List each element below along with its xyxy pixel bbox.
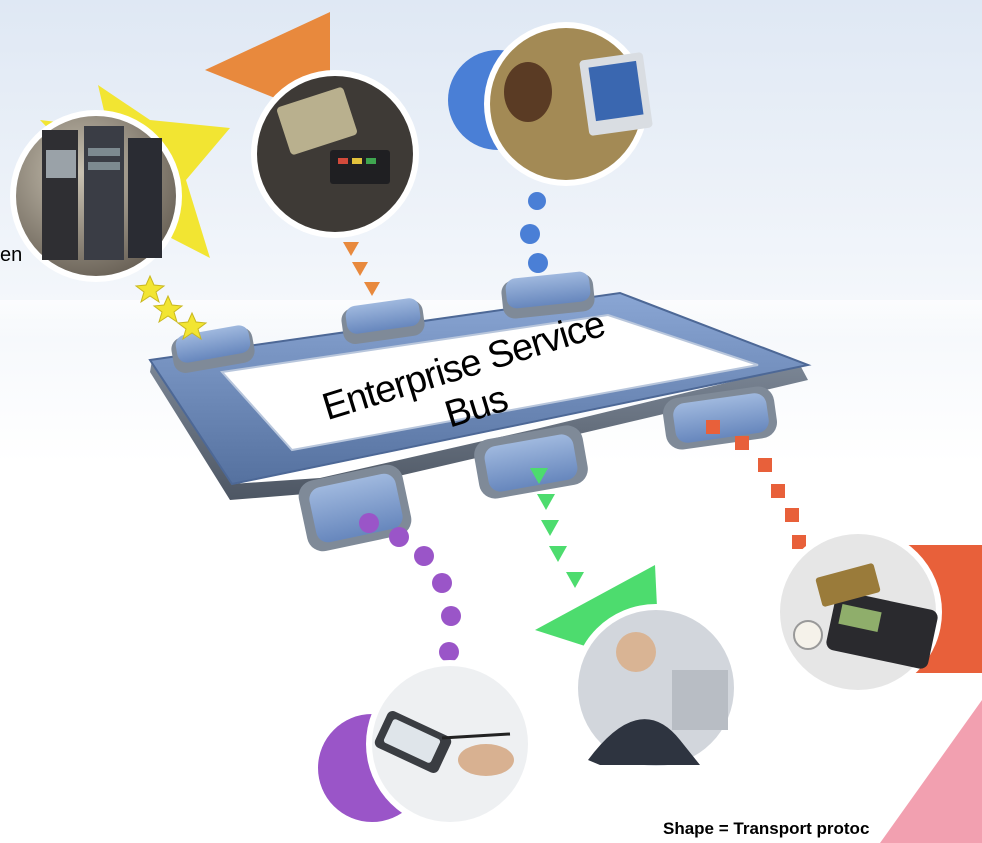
circle-marker: [528, 253, 548, 273]
triangle-marker: [364, 282, 380, 296]
triangle-marker: [549, 546, 567, 562]
enterprise-service-bus: [148, 271, 812, 552]
triangle-marker: [541, 520, 559, 536]
connector-triangles-orange: [343, 242, 380, 296]
connector-circles-purple: [359, 513, 461, 662]
square-marker: [771, 484, 785, 498]
circle-marker: [414, 546, 434, 566]
circle-marker: [439, 642, 459, 662]
port-bottom-left: [298, 464, 412, 552]
square-marker: [735, 436, 749, 450]
circle-marker: [432, 573, 452, 593]
circle-marker: [359, 513, 379, 533]
port-bottom-middle: [474, 425, 588, 499]
triangle-marker: [537, 494, 555, 510]
connector-triangles-green: [530, 468, 584, 588]
node-card-terminal: [774, 528, 982, 696]
connector-squares-red: [706, 420, 806, 549]
triangle-marker: [343, 242, 359, 256]
port-top-middle: [341, 298, 425, 344]
node-server-rack: [10, 85, 230, 282]
triangle-marker: [530, 468, 548, 484]
circle-marker: [441, 606, 461, 626]
connector-circles-blue: [520, 192, 548, 273]
square-marker: [758, 458, 772, 472]
circle-marker: [389, 527, 409, 547]
circle-marker: [520, 224, 540, 244]
edge-text: en: [0, 244, 23, 266]
pink-accent-shape: [880, 700, 982, 843]
triangle-marker: [352, 262, 368, 276]
port-top-right: [501, 271, 595, 319]
circle-marker: [528, 192, 546, 210]
square-marker: [792, 535, 806, 549]
bus-panel: [220, 313, 759, 452]
square-marker: [785, 508, 799, 522]
node-atm-cash: [205, 12, 419, 238]
connector-stars: [134, 274, 208, 341]
star-marker: [152, 294, 184, 324]
triangle-marker: [566, 572, 584, 588]
node-pda-stylus: [318, 660, 534, 828]
square-marker: [706, 420, 720, 434]
node-businessman-phone: [535, 565, 740, 772]
port-bottom-right: [662, 386, 778, 450]
node-office-worker: [448, 22, 653, 186]
star-marker: [176, 311, 208, 341]
star-marker: [134, 274, 166, 304]
legend-caption: Shape = Transport protoc: [663, 819, 870, 838]
